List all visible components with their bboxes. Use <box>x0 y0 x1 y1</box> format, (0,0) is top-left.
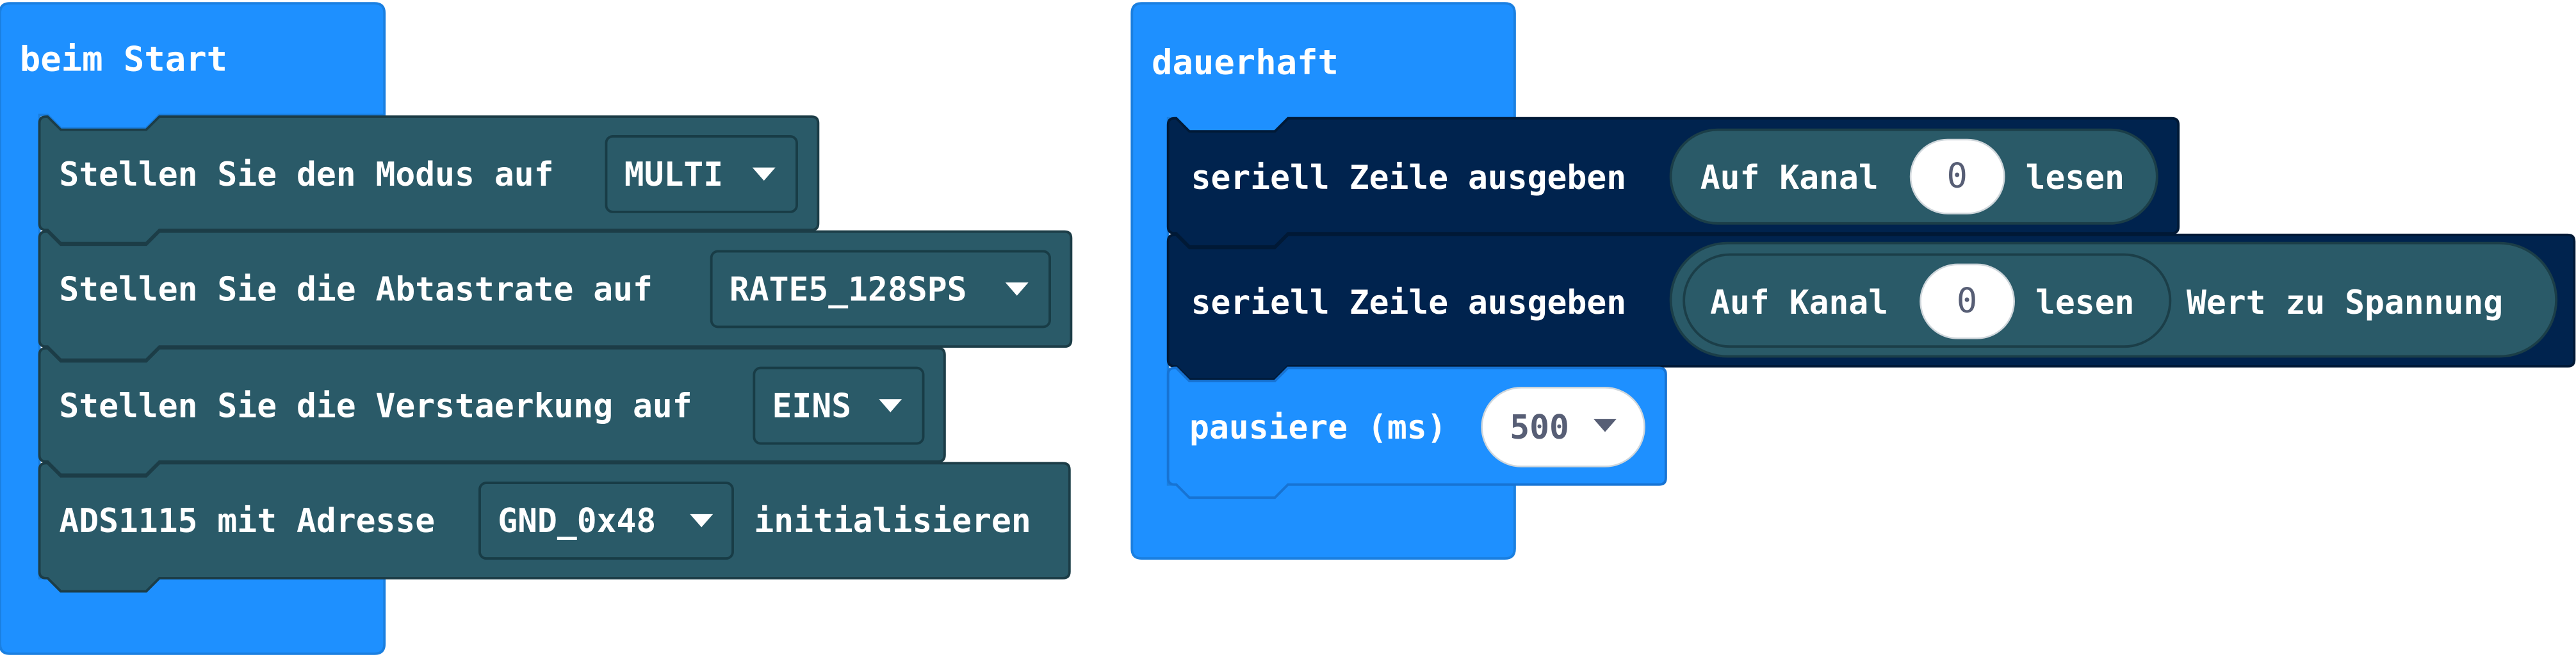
init-label-suffix: initialisieren <box>754 501 1031 540</box>
channel-value-1[interactable]: 0 <box>1946 156 1968 196</box>
set-gain-block[interactable] <box>38 346 946 476</box>
gain-dropdown-arrow-icon[interactable] <box>879 399 902 412</box>
rate-dropdown-value[interactable]: RATE5_128SPS <box>729 269 967 309</box>
channel-value-2[interactable]: 0 <box>1956 280 1978 321</box>
read-channel-suffix-2: lesen <box>2035 282 2135 322</box>
pause-dropdown-arrow-icon[interactable] <box>1594 419 1617 432</box>
voltage-convert-label: Wert zu Spannung <box>2187 282 2504 322</box>
read-channel-prefix-1: Auf Kanal <box>1700 158 1879 197</box>
read-channel-suffix-1: lesen <box>2025 158 2125 197</box>
set-gain-label: Stellen Sie die Verstaerkung auf <box>59 385 692 426</box>
forever-header: dauerhaft <box>1152 42 1339 83</box>
pause-value[interactable]: 500 <box>1510 407 1569 447</box>
on-start-header: beim Start <box>19 39 228 79</box>
set-rate-label: Stellen Sie die Abtastrate auf <box>59 269 653 309</box>
channel-input-2[interactable] <box>1920 263 2015 339</box>
mode-dropdown-value[interactable]: MULTI <box>624 154 724 194</box>
on-start-block[interactable] <box>0 2 386 655</box>
address-dropdown-field[interactable] <box>478 482 734 560</box>
serial-write-label-2: seriell Zeile ausgeben <box>1191 282 1627 322</box>
rate-dropdown-field[interactable] <box>710 250 1051 328</box>
rate-dropdown-arrow-icon[interactable] <box>1005 282 1029 296</box>
gain-dropdown-field[interactable] <box>753 366 925 445</box>
pause-value-field[interactable] <box>1481 387 1645 467</box>
channel-input-1[interactable] <box>1909 138 2005 215</box>
read-channel-prefix-2: Auf Kanal <box>1710 282 1889 322</box>
pause-label: pausiere (ms) <box>1189 407 1447 447</box>
forever-block[interactable] <box>1130 2 1516 560</box>
init-label-prefix: ADS1115 mit Adresse <box>59 501 436 540</box>
address-dropdown-arrow-icon[interactable] <box>690 514 713 528</box>
gain-dropdown-value[interactable]: EINS <box>772 385 852 426</box>
serial-write-label-1: seriell Zeile ausgeben <box>1191 158 1627 197</box>
mode-dropdown-field[interactable] <box>605 134 798 213</box>
address-dropdown-value[interactable]: GND_0x48 <box>498 501 656 540</box>
set-mode-label: Stellen Sie den Modus auf <box>59 154 554 194</box>
mode-dropdown-arrow-icon[interactable] <box>752 167 776 181</box>
